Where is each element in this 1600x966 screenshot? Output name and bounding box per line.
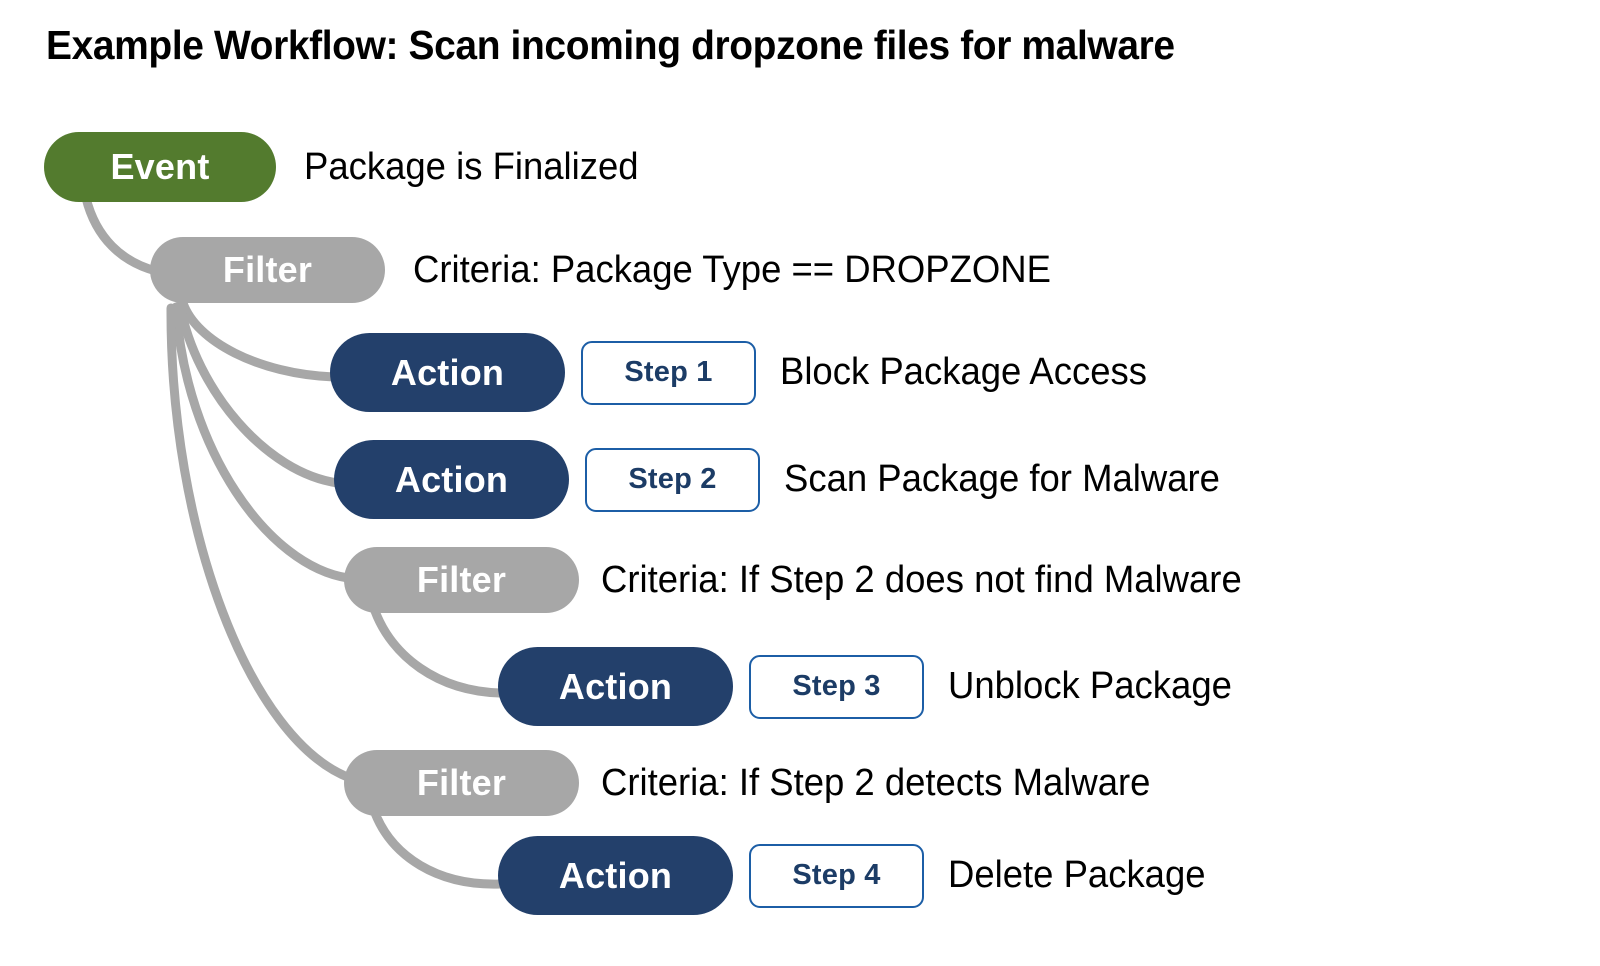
node-pill-filter[interactable]: Filter (344, 750, 579, 816)
node-pill-label: Action (558, 854, 673, 896)
node-pill-action[interactable]: Action (498, 647, 733, 726)
step-badge-1[interactable]: Step 1 (581, 340, 756, 405)
node-pill-label: Filter (416, 762, 507, 803)
workflow-row-action-step-4[interactable]: Action Step 4 Delete Package (498, 836, 1216, 915)
step-badge-3[interactable]: Step 3 (749, 654, 924, 719)
node-pill-label: Action (390, 351, 505, 393)
workflow-row-action-step-1[interactable]: Action Step 1 Block Package Access (330, 333, 1162, 412)
node-pill-label: Action (394, 458, 509, 500)
row-description-action-step-2: Scan Package for Malware (784, 458, 1220, 500)
node-pill-label: Event (110, 146, 210, 187)
workflow-row-action-step-3[interactable]: Action Step 3 Unblock Package (498, 647, 1244, 726)
page-title: Example Workflow: Scan incoming dropzone… (46, 22, 1175, 68)
node-pill-label: Filter (222, 249, 313, 290)
node-pill-filter[interactable]: Filter (344, 547, 579, 613)
row-description-filter-no-malware: Criteria: If Step 2 does not find Malwar… (601, 558, 1242, 601)
workflow-row-action-step-2[interactable]: Action Step 2 Scan Package for Malware (334, 440, 1238, 519)
workflow-row-event[interactable]: Event Package is Finalized (44, 132, 653, 202)
step-badge-4[interactable]: Step 4 (749, 843, 924, 908)
node-pill-action[interactable]: Action (498, 836, 733, 915)
row-description-action-step-3: Unblock Package (948, 665, 1232, 707)
node-pill-label: Filter (416, 559, 507, 600)
node-pill-action[interactable]: Action (334, 440, 569, 519)
row-description-filter-detects-malware: Criteria: If Step 2 detects Malware (601, 761, 1151, 804)
row-description-filter-dropzone: Criteria: Package Type == DROPZONE (413, 248, 1051, 291)
node-pill-event[interactable]: Event (44, 132, 276, 202)
row-description-action-step-1: Block Package Access (780, 351, 1148, 393)
node-pill-action[interactable]: Action (330, 333, 565, 412)
step-badge-2[interactable]: Step 2 (585, 447, 760, 512)
row-description-event: Package is Finalized (304, 145, 639, 188)
workflow-row-filter-no-malware[interactable]: Filter Criteria: If Step 2 does not find… (344, 547, 1268, 613)
workflow-row-filter-detects-malware[interactable]: Filter Criteria: If Step 2 detects Malwa… (344, 750, 1173, 816)
workflow-row-filter-dropzone[interactable]: Filter Criteria: Package Type == DROPZON… (150, 237, 1078, 303)
node-pill-filter[interactable]: Filter (150, 237, 385, 303)
row-description-action-step-4: Delete Package (948, 854, 1206, 896)
node-pill-label: Action (558, 665, 673, 707)
